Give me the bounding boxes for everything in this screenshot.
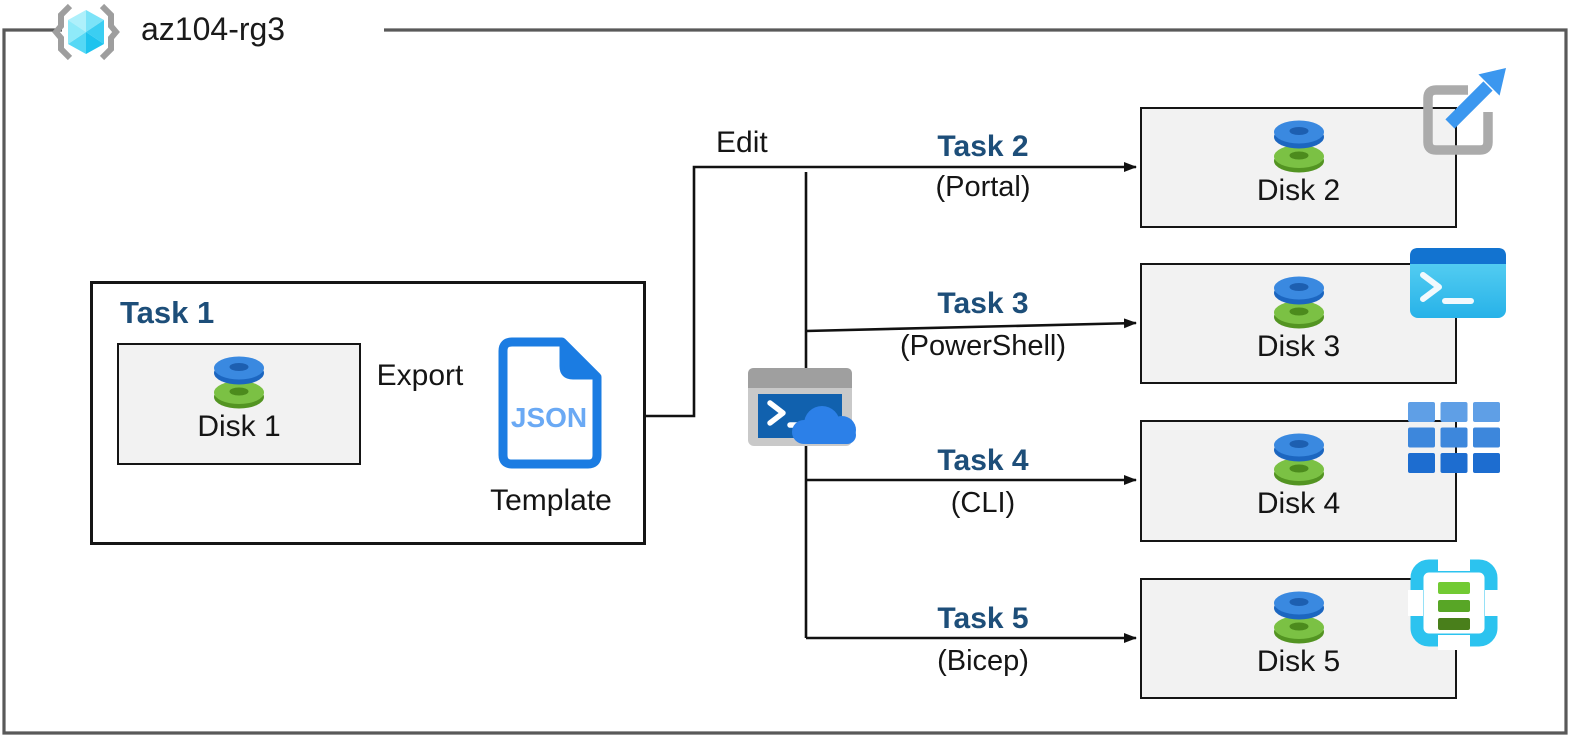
resource-group-border [2, 28, 1568, 735]
disk-icon [1273, 120, 1324, 173]
disk3-box: Disk 3 [1140, 263, 1457, 384]
disk5-box: Disk 5 [1140, 578, 1457, 699]
task4-method: (CLI) [950, 487, 1016, 519]
task4-title: Task 4 [937, 444, 1029, 477]
export-label: Export [376, 359, 464, 392]
disk1-label: Disk 1 [197, 410, 281, 443]
template-label: Template [490, 484, 612, 517]
resource-group-name: az104-rg3 [141, 11, 286, 47]
disk2-label: Disk 2 [1256, 174, 1341, 207]
disk2-box: Disk 2 [1140, 107, 1457, 228]
cli-grid-icon [1408, 402, 1500, 473]
powershell-terminal-icon [1410, 248, 1506, 318]
json-template-icon: JSON [498, 337, 602, 469]
portal-launch-icon [1423, 68, 1506, 155]
disk4-label: Disk 4 [1256, 487, 1341, 520]
edit-task2-connector [646, 162, 1137, 418]
task5-method: (Bicep) [937, 645, 1029, 677]
disk-icon [1273, 276, 1324, 329]
task3-method: (PowerShell) [900, 330, 1066, 362]
task5-title: Task 5 [937, 602, 1029, 635]
disk-icon [214, 356, 264, 409]
edit-label: Edit [716, 126, 768, 159]
cloud-shell-icon [748, 368, 856, 446]
task2-title: Task 2 [937, 130, 1029, 163]
json-file-type-text: JSON [511, 402, 587, 433]
task2-method: (Portal) [935, 171, 1031, 203]
resource-group-icon [52, 3, 120, 61]
disk-icon [1273, 433, 1324, 486]
task3-title: Task 3 [937, 287, 1029, 320]
disk-icon [1273, 591, 1324, 644]
disk4-box: Disk 4 [1140, 420, 1457, 542]
disk1-box: Disk 1 [117, 343, 361, 465]
disk3-label: Disk 3 [1256, 330, 1341, 363]
task1-title: Task 1 [120, 295, 215, 330]
disk5-label: Disk 5 [1256, 645, 1341, 678]
arm-template-icon [1408, 556, 1500, 650]
task3-arrow [805, 318, 1137, 333]
